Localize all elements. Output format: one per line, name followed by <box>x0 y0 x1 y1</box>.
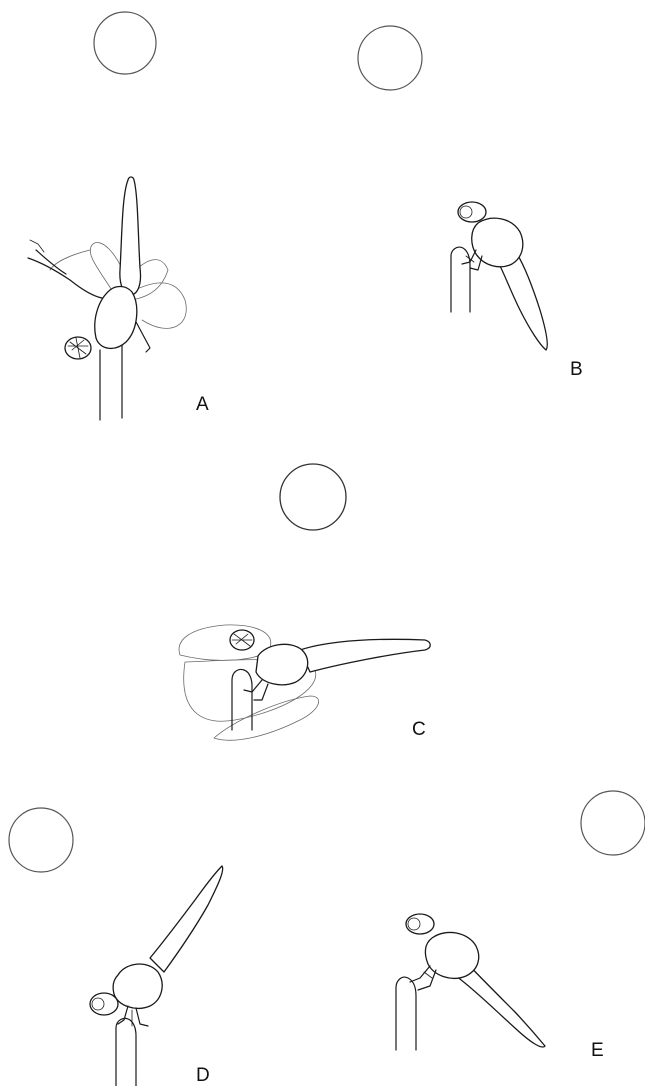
sun-circle-d <box>9 808 73 872</box>
thorax-b <box>472 218 523 267</box>
dragonfly-b <box>451 202 547 350</box>
perch-c-right <box>232 669 252 730</box>
sun-circle-e <box>581 791 645 855</box>
thorax-c <box>256 644 308 684</box>
panel-label-d: D <box>196 1066 210 1085</box>
perch-d-right <box>116 1018 136 1086</box>
thorax-a <box>95 286 137 348</box>
dragonfly-a <box>28 177 186 420</box>
leg-d-2 <box>136 1008 148 1026</box>
dragonfly-d <box>90 866 223 1086</box>
dragonfly-e <box>396 914 545 1050</box>
wing-c-lower-right <box>214 696 319 740</box>
leg-a-2 <box>36 250 66 274</box>
wing-c-upper-left <box>179 625 271 660</box>
dragonfly-c <box>179 625 430 740</box>
perch-e-right <box>396 977 416 1050</box>
panel-label-a: A <box>196 395 209 414</box>
leg-a-4 <box>135 320 150 352</box>
panel-label-e: E <box>591 1041 604 1060</box>
abdomen-c <box>300 639 430 672</box>
abdomen-d <box>150 866 223 972</box>
leg-c-1 <box>244 680 262 692</box>
sun-circle-c-stippled <box>280 464 346 530</box>
thorax-e <box>425 932 478 978</box>
thorax-d <box>113 964 162 1008</box>
panel-label-b: B <box>570 360 583 379</box>
leg-e-3 <box>424 972 432 978</box>
panel-label-c: C <box>412 720 426 739</box>
leg-e-2 <box>418 970 436 990</box>
sun-circle-a <box>94 12 156 74</box>
sun-circle-b <box>358 26 422 90</box>
leg-a-1 <box>28 258 102 298</box>
abdomen-a <box>120 177 141 295</box>
leg-d-1 <box>118 1006 128 1024</box>
